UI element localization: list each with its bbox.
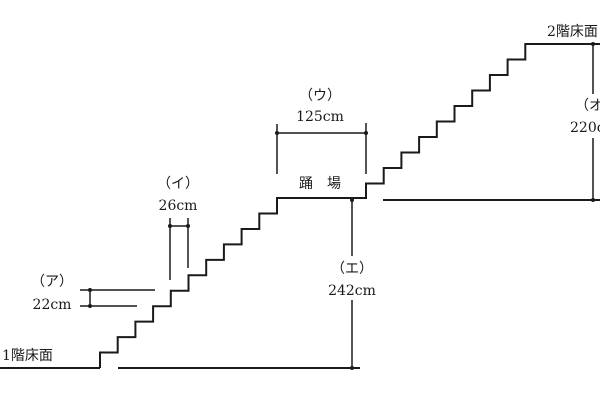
floor2-label: 2階床面 (547, 24, 598, 40)
u-mark: （ウ） (299, 88, 341, 104)
e-mark: （エ） (331, 261, 373, 277)
a-mark: （ア） (31, 274, 73, 290)
upper-flight (365, 43, 600, 199)
lower-flight (99, 197, 366, 368)
e-value: 242cm (328, 283, 376, 299)
o-mark: （オ） (575, 98, 600, 114)
i-mark: （イ） (157, 176, 199, 192)
u-value: 125cm (296, 109, 344, 125)
a-value: 22cm (33, 297, 72, 313)
landing-label: 踊 場 (299, 176, 341, 192)
i-value: 26cm (159, 198, 198, 214)
o-value: 220cm (570, 120, 600, 136)
floor1-label: 1階床面 (2, 348, 53, 364)
